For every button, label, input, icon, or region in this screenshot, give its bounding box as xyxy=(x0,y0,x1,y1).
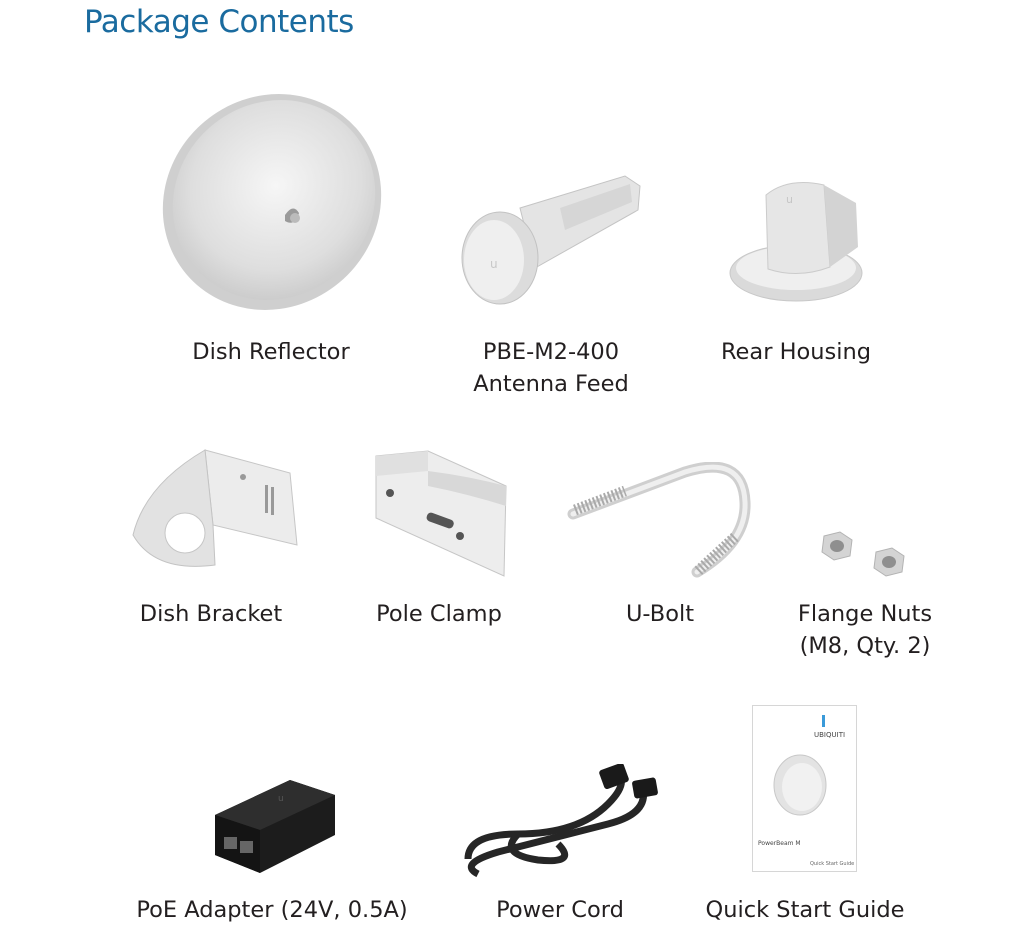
label-u-bolt: U-Bolt xyxy=(625,601,695,627)
quick-start-guide-image: UBIQUITI PowerBeam M Quick Start Guide xyxy=(752,705,857,872)
guide-brand: UBIQUITI xyxy=(814,731,845,739)
guide-product: PowerBeam M xyxy=(758,840,801,847)
label-rear-housing: Rear Housing xyxy=(720,339,872,365)
dish-reflector-image xyxy=(162,94,382,310)
label-antenna-feed: PBE-M2-400 Antenna Feed xyxy=(473,339,629,397)
label-poe-adapter: PoE Adapter (24V, 0.5A) xyxy=(136,897,408,923)
guide-footer: Quick Start Guide xyxy=(810,861,854,867)
power-cord-image xyxy=(464,764,658,878)
svg-text:u: u xyxy=(786,193,793,206)
svg-text:u: u xyxy=(278,794,284,804)
label-quick-start-guide: Quick Start Guide xyxy=(705,897,905,923)
page-title: Package Contents xyxy=(84,4,354,40)
flange-nuts-image xyxy=(821,531,905,577)
label-dish-reflector: Dish Reflector xyxy=(192,339,350,365)
svg-text:u: u xyxy=(490,257,498,271)
antenna-feed-image: u xyxy=(461,175,641,305)
label-dish-bracket: Dish Bracket xyxy=(139,601,283,627)
u-bolt-image xyxy=(567,462,751,578)
label-flange-nuts: Flange Nuts (M8, Qty. 2) xyxy=(797,601,933,659)
pole-clamp-image xyxy=(375,450,507,577)
label-pole-clamp: Pole Clamp xyxy=(376,601,502,627)
poe-adapter-image: u xyxy=(215,780,335,873)
rear-housing-image: u xyxy=(729,182,863,302)
label-power-cord: Power Cord xyxy=(496,897,624,923)
dish-bracket-image xyxy=(132,449,298,567)
